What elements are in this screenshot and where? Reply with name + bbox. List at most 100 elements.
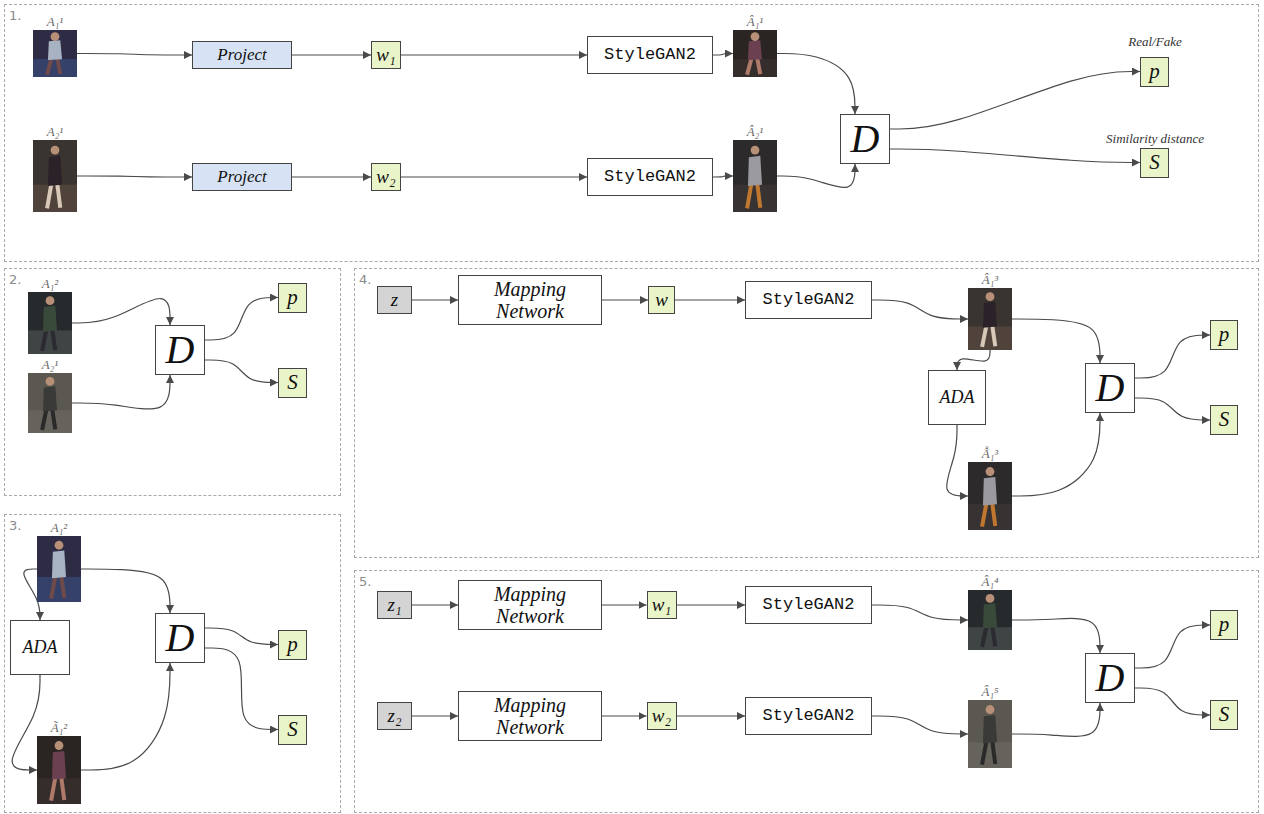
box-label: Project	[217, 168, 266, 187]
generator-box: StyleGAN2	[745, 697, 872, 735]
box-label: D	[1096, 656, 1125, 700]
photo-leg	[52, 409, 55, 429]
arrow-connector	[947, 425, 968, 496]
arrow-connector	[412, 299, 458, 300]
photo	[37, 736, 81, 804]
photo-background	[968, 288, 1012, 350]
arrow-connector	[890, 72, 1140, 130]
output-box: S	[1210, 405, 1238, 435]
arrow-connector	[713, 176, 733, 177]
image-label: Â₁⁴	[968, 574, 1012, 590]
photo	[33, 30, 77, 77]
project-box: Project	[192, 163, 292, 191]
photo	[968, 462, 1012, 530]
panel-frame: A₁¹Projectw₁StyleGAN2Â₁¹A₂¹Projectw₂Styl…	[4, 4, 1259, 262]
arrow-connector	[1135, 688, 1210, 715]
mapping-network-box: Mapping Network	[458, 691, 602, 741]
arrow-connector	[401, 176, 587, 177]
photo-torso	[43, 386, 57, 411]
arrow-connector	[1012, 618, 1100, 653]
arrow-connector	[777, 164, 855, 187]
latent-box: w₂	[647, 702, 677, 730]
box-label: D	[1096, 366, 1125, 410]
photo-ground	[733, 59, 777, 77]
image-label: A₁¹	[33, 14, 77, 30]
box-label: p	[287, 633, 298, 656]
photo-leg	[57, 183, 60, 207]
arrow-connector	[205, 648, 278, 730]
box-label: z	[391, 290, 398, 311]
generator-box: StyleGAN2	[745, 586, 872, 624]
arrow-connector	[81, 569, 170, 613]
image-thumbnail: Â₁¹	[733, 14, 777, 77]
photo-leg	[992, 626, 995, 646]
arrow-connector	[401, 54, 587, 55]
output-box: p	[1140, 57, 1169, 87]
box-label: Mapping Network	[459, 278, 601, 322]
output-caption: Real/Fake	[1128, 34, 1181, 49]
photo-ground	[33, 59, 77, 77]
image-thumbnail: Ẫ₁³	[968, 446, 1012, 530]
photo-leg	[61, 576, 64, 598]
box-label: D	[166, 328, 195, 372]
panel-number: 5.	[359, 574, 371, 590]
photo-head	[986, 705, 995, 714]
image-thumbnail: Ã₁²	[37, 720, 81, 804]
photo-leg	[47, 58, 51, 74]
photo-ground	[28, 410, 72, 433]
photo-leg	[51, 777, 55, 801]
box-label: D	[166, 616, 195, 660]
photo-leg	[42, 329, 46, 351]
photo-leg	[47, 183, 51, 208]
generator-box: StyleGAN2	[587, 158, 713, 196]
photo-ground	[968, 742, 1012, 768]
image-thumbnail: Â₂¹	[733, 124, 777, 212]
image-thumbnail: A₁²	[28, 276, 72, 354]
arrow-connector	[1135, 335, 1210, 378]
mapping-network-box: Mapping Network	[458, 580, 602, 630]
output-box: p	[278, 283, 307, 313]
photo	[37, 536, 81, 602]
panel-number: 3.	[9, 518, 21, 534]
photo-ground	[28, 330, 72, 354]
photo-leg	[61, 777, 64, 800]
box-label: StyleGAN2	[763, 707, 855, 726]
box-label: D	[851, 117, 880, 161]
photo-head	[55, 541, 64, 550]
box-label: z₁	[388, 595, 402, 616]
photo-leg	[57, 58, 60, 74]
latent-box: w₂	[371, 163, 401, 191]
panel-number: 4.	[359, 272, 371, 288]
box-label: w₁	[376, 45, 395, 66]
box-label: StyleGAN2	[763, 291, 855, 310]
photo-leg	[992, 503, 995, 526]
arrow-connector	[957, 350, 990, 370]
image-thumbnail: A₁¹	[33, 14, 77, 77]
image-thumbnail: Â₁³	[968, 272, 1012, 350]
photo-background	[28, 373, 72, 433]
arrow-connector	[1012, 413, 1100, 496]
discriminator-box: D	[1085, 653, 1135, 703]
photo	[33, 140, 77, 212]
arrow-connector	[1012, 319, 1100, 363]
arrow-connector	[872, 300, 968, 319]
arrow-connector	[292, 176, 371, 177]
photo-head	[986, 467, 995, 476]
photo-leg	[992, 741, 995, 764]
photo-background	[37, 536, 81, 602]
image-thumbnail: Â₁⁵	[968, 684, 1012, 768]
latent-box: w₁	[371, 41, 401, 69]
box-label: p	[1219, 323, 1230, 346]
arrow-connector	[72, 375, 170, 409]
box-label: p	[1219, 613, 1230, 636]
photo-leg	[51, 576, 55, 599]
arrow-connector	[412, 715, 458, 716]
photo-torso	[52, 551, 66, 579]
output-caption: Similarity distance	[1106, 131, 1204, 146]
photo-leg	[982, 325, 986, 347]
photo-head	[51, 32, 60, 41]
photo	[968, 700, 1012, 768]
box-label: Project	[217, 46, 266, 65]
box-label: S	[287, 371, 298, 394]
